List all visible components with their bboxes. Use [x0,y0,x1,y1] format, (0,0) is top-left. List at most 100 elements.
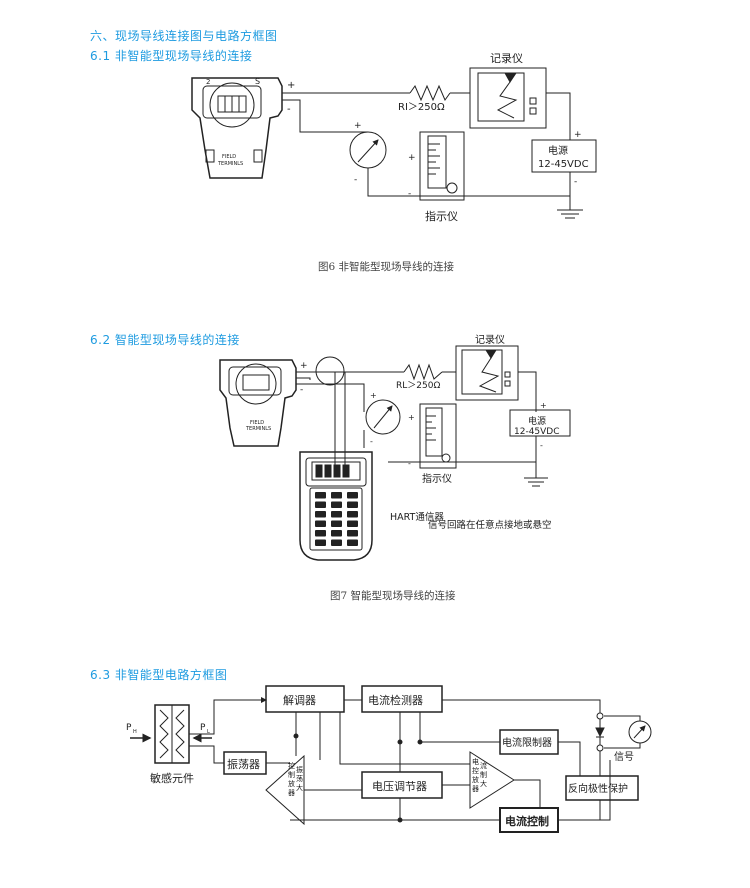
resistor-6 [409,84,451,102]
indicator-label-7: 指示仪 [422,472,452,485]
section-6-3-title: 6.3 非智能型电路方框图 [90,668,228,682]
grounding-note: 信号回路在任意点接地或悬空 [428,519,552,531]
current-detector-label: 电流检测器 [368,693,423,707]
section-6-1-title: 6.1 非智能型现场导线的连接 [90,49,253,63]
osc-amp-char-1: 控 [288,761,295,770]
pl-subscript: L [207,729,210,735]
figure-8 [130,685,652,833]
cur-amp-char-7: 大 [480,779,487,788]
hart-key [347,511,358,518]
osc-amp-char-7: 大 [296,783,303,792]
current-control-label: 电流控制 [505,814,549,828]
voltage-label-7: 12-45VDC [514,427,560,437]
demodulator-label: 解调器 [283,693,316,707]
resistor-label-6: RI＞250Ω [398,102,445,113]
figure-6: FIELD TERMINLS 2 S [191,67,597,219]
minus-power-7: - [540,441,543,450]
figure-6-labels: 记录仪 RI＞250Ω 电源 12-45VDC 指示仪 + - + - + - … [287,52,589,223]
resistor-7 [403,363,443,381]
recorder-box-6 [469,67,547,129]
transmitter-7: FIELD TERMINLS [219,359,297,447]
indicator-7 [419,403,457,469]
hart-key [315,501,326,508]
oscillator-label: 振荡器 [227,757,260,771]
cur-amp-char-1: 电 [472,757,479,766]
power-label-6: 电源 [548,144,568,157]
recorder-label-7: 记录仪 [475,334,505,346]
reverse-protection-block [565,775,639,801]
hart-key [331,511,342,518]
osc-amp-char-6: 荡 [296,774,303,783]
voltage-label-6: 12-45VDC [538,159,589,170]
figure-6-caption: 图6 非智能型现场导线的连接 [318,261,455,273]
hart-key [315,520,326,527]
hart-keypad [315,492,358,546]
indicator-label-6: 指示仪 [425,209,458,223]
cur-amp-char-2: 控 [472,766,479,775]
minus-power-6: - [574,177,577,187]
ammeter-7 [365,399,401,435]
plus-power-7: + [540,401,547,410]
power-supply-7 [509,409,571,437]
power-supply-6 [531,139,597,173]
terminal-2-label: 2 [206,78,210,86]
hart-label: HART通信器 [390,511,444,523]
figure-7-labels: 记录仪 RL＞250Ω 电源 12-45VDC 指示仪 HART通信器 信号回路… [300,334,560,531]
hart-key [331,530,342,537]
hart-key [331,539,342,546]
hart-key [315,511,326,518]
hart-key [347,530,358,537]
minus-ammeter-6: - [354,175,357,185]
section-title: 六、现场导线连接图与电路方框图 [90,29,278,43]
osc-amp-char-4: 器 [288,789,295,797]
current-amplifier [469,751,515,809]
minus-indicator-6: - [408,189,411,199]
figure-7-caption: 图7 智能型现场导线的连接 [330,590,456,602]
cur-amp-char-4: 器 [472,785,479,793]
hart-key [315,539,326,546]
cur-amp-char-6: 制 [480,770,487,779]
hart-key [331,520,342,527]
indicator-6 [419,131,465,201]
hart-key [315,492,326,499]
section-6-2-title: 6.2 智能型现场导线的连接 [90,333,240,347]
recorder-label-6: 记录仪 [490,52,523,65]
current-limiter-label: 电流限制器 [502,736,552,749]
ph-subscript: H [133,729,137,735]
terminls-label-6: TERMINLS [217,161,243,167]
hart-clip-7 [315,356,345,386]
plus-terminal-7: + [300,361,308,371]
hart-communicator [299,451,373,561]
osc-amp-char-2: 制 [288,770,295,779]
reverse-protection-label: 反向极性保护 [568,782,628,795]
hart-key [315,530,326,537]
terminal-s-label: S [255,77,260,86]
plus-indicator-7: + [408,413,415,422]
osc-amp-char-5: 振 [296,765,303,774]
hart-key [347,492,358,499]
terminls-label-7: TERMINLS [245,426,271,432]
field-label-7: FIELD [250,420,264,426]
sensor-label: 敏感元件 [150,771,194,785]
power-label-7: 电源 [528,415,546,427]
minus-ammeter-7: - [370,437,373,446]
plus-ammeter-7: + [370,391,377,400]
ph-label: P [126,723,132,733]
plus-ammeter-6: + [354,121,362,131]
minus-terminal-6: - [287,104,291,115]
minus-indicator-7: - [408,459,411,468]
signal-label: 信号 [614,751,634,763]
plus-indicator-6: + [408,153,416,163]
minus-terminal-7: - [300,385,303,395]
plus-power-6: + [574,130,582,140]
hart-key [347,520,358,527]
recorder-box-7 [455,345,519,401]
current-detector-block [361,685,443,713]
pl-label: P [200,723,206,733]
plus-terminal-6: + [287,80,295,91]
hart-key [347,539,358,546]
osc-amp-char-3: 放 [288,779,295,788]
hart-key [347,501,358,508]
voltage-regulator-label: 电压调节器 [372,780,427,793]
